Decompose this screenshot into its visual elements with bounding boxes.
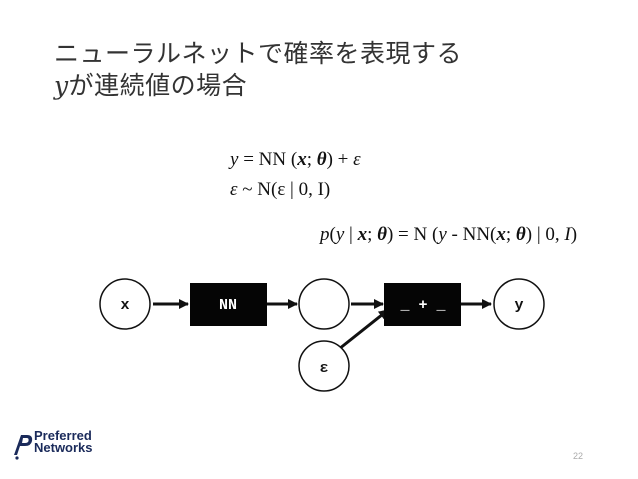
node-add-label: _ + _ xyxy=(399,297,446,314)
eq1-nn: = NN ( xyxy=(238,149,298,170)
eq3-open: ( xyxy=(329,224,336,245)
eq3-minus: - NN( xyxy=(446,224,497,245)
title-line-2: yが連続値の場合 xyxy=(54,70,462,102)
eq3-bar: | xyxy=(344,224,358,245)
equation-noise: ε ~ N(ε | 0, I) xyxy=(230,179,330,201)
title-variable: y xyxy=(54,71,69,100)
title-line-1: ニューラルネットで確率を表現する xyxy=(54,39,463,68)
equation-model: y = NN (x; θ) + ε xyxy=(230,149,361,171)
node-hidden xyxy=(298,278,350,330)
eq3-x2: x xyxy=(496,224,506,245)
node-x-label: x xyxy=(120,297,129,314)
eq3-sep: ; xyxy=(367,224,378,245)
node-add: _ + _ xyxy=(384,283,461,326)
eq2-rest: ~ N(ε | 0, I) xyxy=(237,179,331,200)
eq3-tail: ) | 0, xyxy=(525,224,565,245)
logo-wordmark: Preferred Networks xyxy=(34,428,93,455)
eq3-sep2: ; xyxy=(505,224,516,245)
eq1-sep: ; xyxy=(306,149,317,170)
eq3-p: p xyxy=(320,224,330,245)
eq1-theta: θ xyxy=(316,149,327,170)
equation-likelihood: p(y | x; θ) = N (y - NN(x; θ) | 0, I) xyxy=(320,224,577,246)
eq3-I: I xyxy=(564,224,571,245)
node-nn-label: NN xyxy=(219,297,237,314)
title-line-2-text: が連続値の場合 xyxy=(68,71,248,100)
slide-title: ニューラルネットで確率を表現する yが連続値の場合 xyxy=(54,38,462,102)
node-eps: ε xyxy=(298,340,350,392)
eq1-close: ) + xyxy=(326,149,354,170)
node-y: y xyxy=(493,278,545,330)
eq3-y: y xyxy=(335,224,345,245)
edge-eps-to-add xyxy=(338,308,389,351)
logo-line-1: Preferred xyxy=(34,428,92,443)
node-y-label: y xyxy=(514,297,523,314)
preferred-networks-logo-icon xyxy=(14,435,33,460)
eq3-mid: ) = N ( xyxy=(386,224,439,245)
eq1-eps: ε xyxy=(353,149,361,170)
page-number: 22 xyxy=(573,451,584,461)
eq3-y2: y xyxy=(438,224,447,245)
node-eps-label: ε xyxy=(319,360,328,377)
eq2-eps: ε xyxy=(230,179,238,200)
logo-line-2: Networks xyxy=(34,440,93,455)
eq1-y: y xyxy=(230,149,239,170)
node-nn: NN xyxy=(190,283,267,326)
node-x: x xyxy=(99,278,151,330)
eq3-theta: θ xyxy=(377,224,387,245)
eq1-x: x xyxy=(297,149,307,170)
eq3-x: x xyxy=(357,224,368,245)
eq3-theta2: θ xyxy=(515,224,526,245)
eq3-end: ) xyxy=(570,224,578,245)
